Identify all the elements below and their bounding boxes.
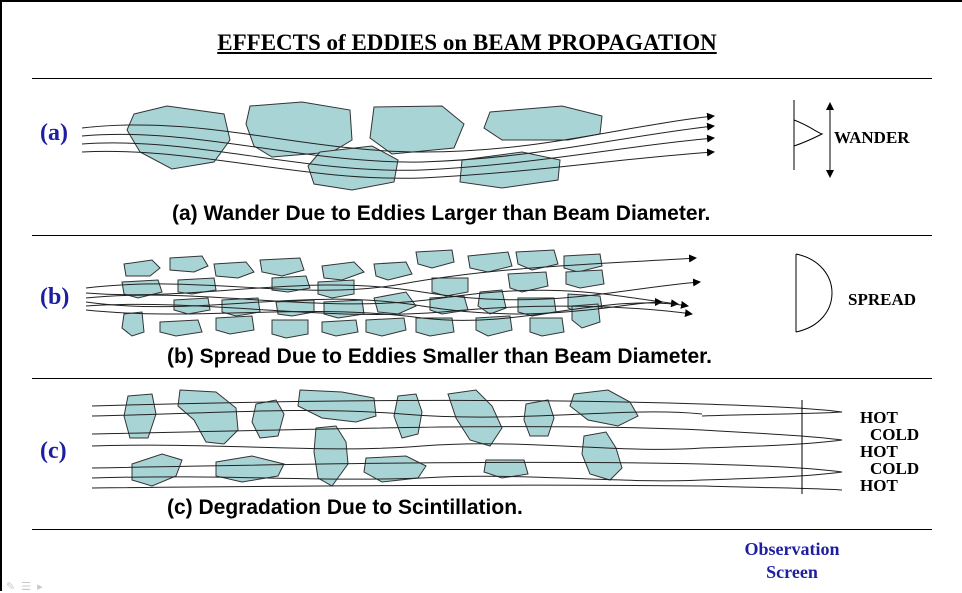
- wander-label: WANDER: [834, 128, 910, 147]
- hot-label: HOT: [860, 476, 898, 495]
- spread-indicator: [795, 253, 833, 333]
- hot-label: HOT: [860, 442, 898, 461]
- page-title: EFFECTS of EDDIES on BEAM PROPAGATION: [217, 30, 717, 55]
- panel-c-eddies: [123, 389, 639, 487]
- slide-controls: ✎☰▸: [6, 580, 49, 593]
- slide-nav-icon[interactable]: ▸: [37, 580, 49, 593]
- divider: [32, 529, 932, 530]
- panel-c-rays: [91, 399, 843, 491]
- panel-b-rays: [85, 254, 701, 321]
- panel-label-c: (c): [40, 438, 67, 464]
- observation-screen-label: Observation Screen: [722, 538, 862, 584]
- panel-a-rays: [81, 112, 715, 179]
- caption-a: (a) Wander Due to Eddies Larger than Bea…: [172, 202, 711, 225]
- panel-label-b: (b): [40, 284, 70, 310]
- pen-icon[interactable]: ✎: [6, 580, 22, 593]
- panel-label-a: (a): [40, 120, 68, 146]
- observation-line-1: Observation: [744, 539, 840, 559]
- panel-b-eddies: [121, 249, 605, 339]
- divider: [32, 235, 932, 236]
- cold-label: COLD: [870, 459, 920, 478]
- menu-icon[interactable]: ☰: [21, 580, 38, 593]
- hot-label: HOT: [860, 408, 898, 427]
- wander-indicator: [793, 100, 834, 178]
- caption-b: (b) Spread Due to Eddies Smaller than Be…: [167, 345, 712, 368]
- spread-label: SPREAD: [848, 290, 917, 309]
- cold-label: COLD: [870, 425, 920, 444]
- divider: [32, 78, 932, 79]
- divider: [32, 378, 932, 379]
- caption-c: (c) Degradation Due to Scintillation.: [167, 496, 523, 519]
- observation-line-2: Screen: [766, 562, 818, 582]
